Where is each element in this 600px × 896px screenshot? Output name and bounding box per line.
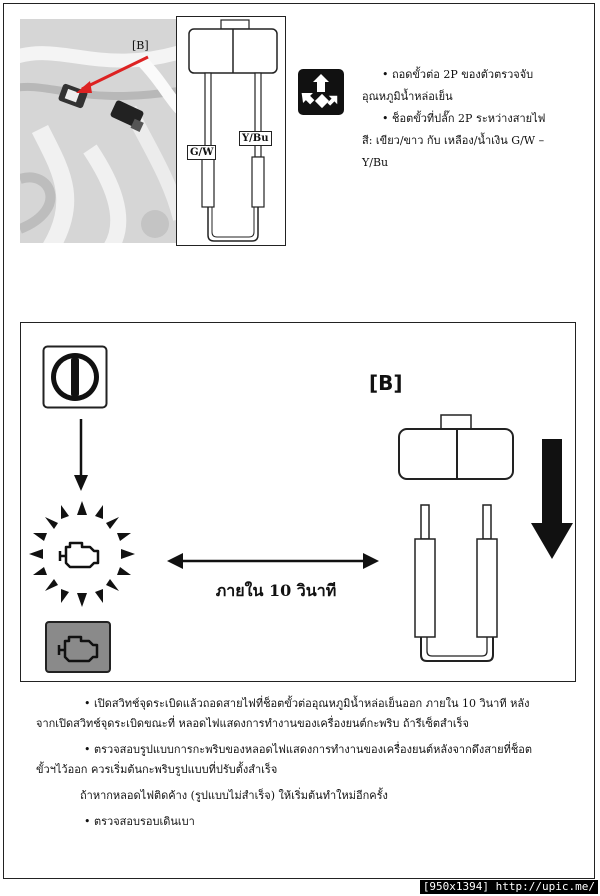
bottom-para-1-line1: • เปิดสวิทช์จุดระเบิดแล้วถอดสายไฟที่ช็อต…: [84, 697, 530, 710]
bottom-para-1-line2: จากเปิดสวิทช์จุดระเบิดขณะที่ หลอดไฟแสดงก…: [36, 717, 470, 730]
connector-b-diagram: [395, 407, 525, 667]
bottom-para-2-line2: ขั้วฯไว้ออก ควรเริ่มต้นกะพริบรูปแบบที่ปร…: [36, 763, 278, 776]
top-bullet-1: • ถอดขั้วต่อ 2P ของตัวตรวจจับ: [382, 68, 534, 81]
mil-flashing-icon: [27, 499, 137, 609]
connector-b-label: [B]: [369, 371, 403, 395]
top-bullet-1-cont: อุณหภูมิน้ำหล่อเย็น: [362, 90, 453, 103]
photo-callout-b: [B]: [132, 39, 149, 52]
bottom-para-3: ถ้าหากหลอดไฟติดค้าง (รูปแบบไม่สำเร็จ) ให…: [80, 789, 388, 802]
double-arrow-icon: [167, 549, 379, 573]
bottom-para-2-line1: • ตรวจสอบรูปแบบการกะพริบของหลอดไฟแสดงการ…: [84, 743, 533, 756]
engine-photo: [B]: [20, 19, 176, 243]
page-frame: [3, 3, 595, 879]
wire-label-ybu: Y/Bu: [239, 131, 272, 146]
image-source-footer: [950x1394] http://upic.me/: [419, 880, 598, 894]
mil-off-icon: [45, 621, 111, 673]
top-bullet-2-cont2: Y/Bu: [362, 156, 389, 169]
down-arrow-icon: [71, 419, 91, 493]
ignition-switch-icon: [42, 345, 108, 409]
connector-short-diagram: G/W Y/Bu: [176, 16, 286, 246]
top-bullet-2-cont1: สี: เขียว/ขาว กับ เหลือง/น้ำเงิน G/W –: [362, 134, 545, 147]
reset-procedure-diagram: ภายใน 10 วินาที [B]: [20, 322, 576, 682]
bottom-para-2: • ตรวจสอบรูปแบบการกะพริบของหลอดไฟแสดงการ…: [36, 740, 584, 780]
top-bullet-2: • ช็อตขั้วที่ปลั๊ก 2P ระหว่างสายไฟ: [382, 112, 546, 125]
top-bullet-1-text: ถอดขั้วต่อ 2P ของตัวตรวจจับ: [392, 68, 534, 81]
time-label: ภายใน 10 วินาที: [215, 581, 337, 600]
top-bullet-2-text: ช็อตขั้วที่ปลั๊ก 2P ระหว่างสายไฟ: [392, 112, 546, 125]
bottom-para-1: • เปิดสวิทช์จุดระเบิดแล้วถอดสายไฟที่ช็อต…: [36, 694, 584, 734]
pull-down-arrow-icon: [531, 439, 573, 561]
bottom-instructions: • เปิดสวิทช์จุดระเบิดแล้วถอดสายไฟที่ช็อต…: [36, 694, 584, 838]
procedure-icon: [297, 68, 345, 116]
top-instructions: • ถอดขั้วต่อ 2P ของตัวตรวจจับ อุณหภูมิน้…: [362, 64, 582, 174]
bottom-para-4: • ตรวจสอบรอบเดินเบา: [84, 815, 195, 828]
wire-label-gw: G/W: [187, 145, 217, 160]
